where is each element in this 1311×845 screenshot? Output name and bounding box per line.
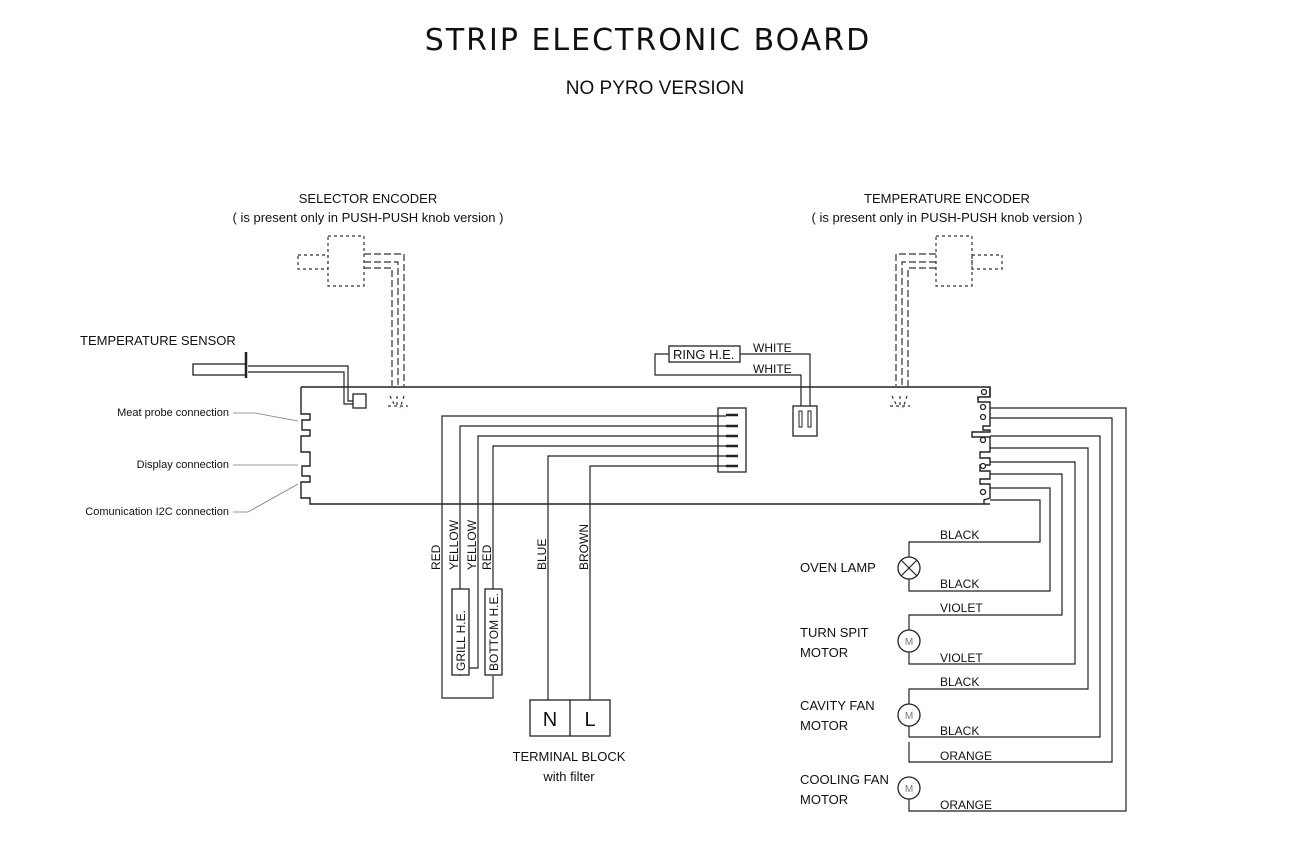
terminal-block: N L TERMINAL BLOCK with filter [513,699,626,784]
selector-encoder [297,235,408,409]
ring-wire-bottom-label: WHITE [753,362,792,376]
terminal-block-label: TERMINAL BLOCK [513,749,626,764]
turn-spit-label-2: MOTOR [800,645,848,660]
cooling-fan-wire-top: ORANGE [940,749,992,763]
ring-heating-element: RING H.E. WHITE WHITE [654,341,818,437]
svg-text:M: M [905,711,913,722]
temperature-encoder [890,235,1003,409]
load-cavity-fan-motor: CAVITY FAN MOTOR M BLACK BLACK [800,675,979,738]
selector-encoder-connector-icon [388,395,408,409]
ring-wire-top-label: WHITE [753,341,792,355]
wire-label-blue: BLUE [535,539,549,570]
cooling-fan-label-1: COOLING FAN [800,772,889,787]
turn-spit-wire-bottom: VIOLET [940,651,983,665]
meat-probe-connection-label: Meat probe connection [117,407,229,419]
motor-icon [897,629,921,653]
sensor-connector [352,393,367,409]
grill-heating-element: GRILL H.E. [451,588,470,676]
wire-label-yellow-2: YELLOW [465,519,479,570]
oven-lamp-wire-top: BLACK [940,528,979,542]
board-right-connector-pins [979,388,988,496]
heater-wire-labels: RED YELLOW YELLOW RED BLUE BROWN [429,519,591,570]
cavity-fan-label-1: CAVITY FAN [800,698,875,713]
i2c-connection-label: Comunication I2C connection [85,506,229,518]
load-cooling-fan-motor: COOLING FAN MOTOR M ORANGE ORANGE [800,749,992,812]
wire-label-brown: BROWN [577,524,591,570]
wire-label-red-1: RED [429,544,443,570]
wire-label-red-2: RED [480,544,494,570]
turn-spit-label-1: TURN SPIT [800,625,869,640]
bottom-heating-element: BOTTOM H.E. [484,588,503,676]
cooling-fan-wire-bottom: ORANGE [940,798,992,812]
temperature-sensor: TEMPERATURE SENSOR [80,333,367,409]
grill-he-label: GRILL H.E. [454,610,468,671]
terminal-n: N [543,709,557,731]
motor-icon [897,703,921,727]
selector-encoder-label: SELECTOR ENCODER [299,191,437,206]
cooling-fan-label-2: MOTOR [800,792,848,807]
heater-power-connector [717,407,747,473]
board-connection-labels: Meat probe connection Display connection… [85,407,299,518]
display-connection-label: Display connection [137,459,229,471]
cavity-fan-wire-top: BLACK [940,675,979,689]
ring-he-label: RING H.E. [673,347,734,362]
temperature-encoder-connector-icon [890,395,910,409]
terminal-block-sublabel: with filter [542,769,595,784]
board-right-edge [971,387,991,504]
cavity-fan-label-2: MOTOR [800,718,848,733]
load-turn-spit-motor: TURN SPIT MOTOR M VIOLET VIOLET [800,601,983,665]
svg-text:M: M [905,637,913,648]
terminal-l: L [584,709,595,731]
motor-icon [897,776,921,800]
oven-lamp-label: OVEN LAMP [800,560,876,575]
diagram-title: STRIP ELECTRONIC BOARD [425,23,871,58]
load-wires [908,407,1127,812]
temperature-encoder-note: ( is present only in PUSH-PUSH knob vers… [812,210,1083,225]
svg-text:M: M [905,784,913,795]
turn-spit-wire-top: VIOLET [940,601,983,615]
load-oven-lamp: OVEN LAMP BLACK BLACK [800,528,979,591]
diagram-subtitle: NO PYRO VERSION [566,78,744,99]
oven-lamp-wire-bottom: BLACK [940,577,979,591]
cavity-fan-wire-bottom: BLACK [940,724,979,738]
temperature-encoder-label: TEMPERATURE ENCODER [864,191,1030,206]
temperature-sensor-label: TEMPERATURE SENSOR [80,333,236,348]
wire-label-yellow-1: YELLOW [447,519,461,570]
bottom-he-label: BOTTOM H.E. [487,593,501,671]
selector-encoder-note: ( is present only in PUSH-PUSH knob vers… [233,210,504,225]
ring-he-connector [792,405,818,437]
